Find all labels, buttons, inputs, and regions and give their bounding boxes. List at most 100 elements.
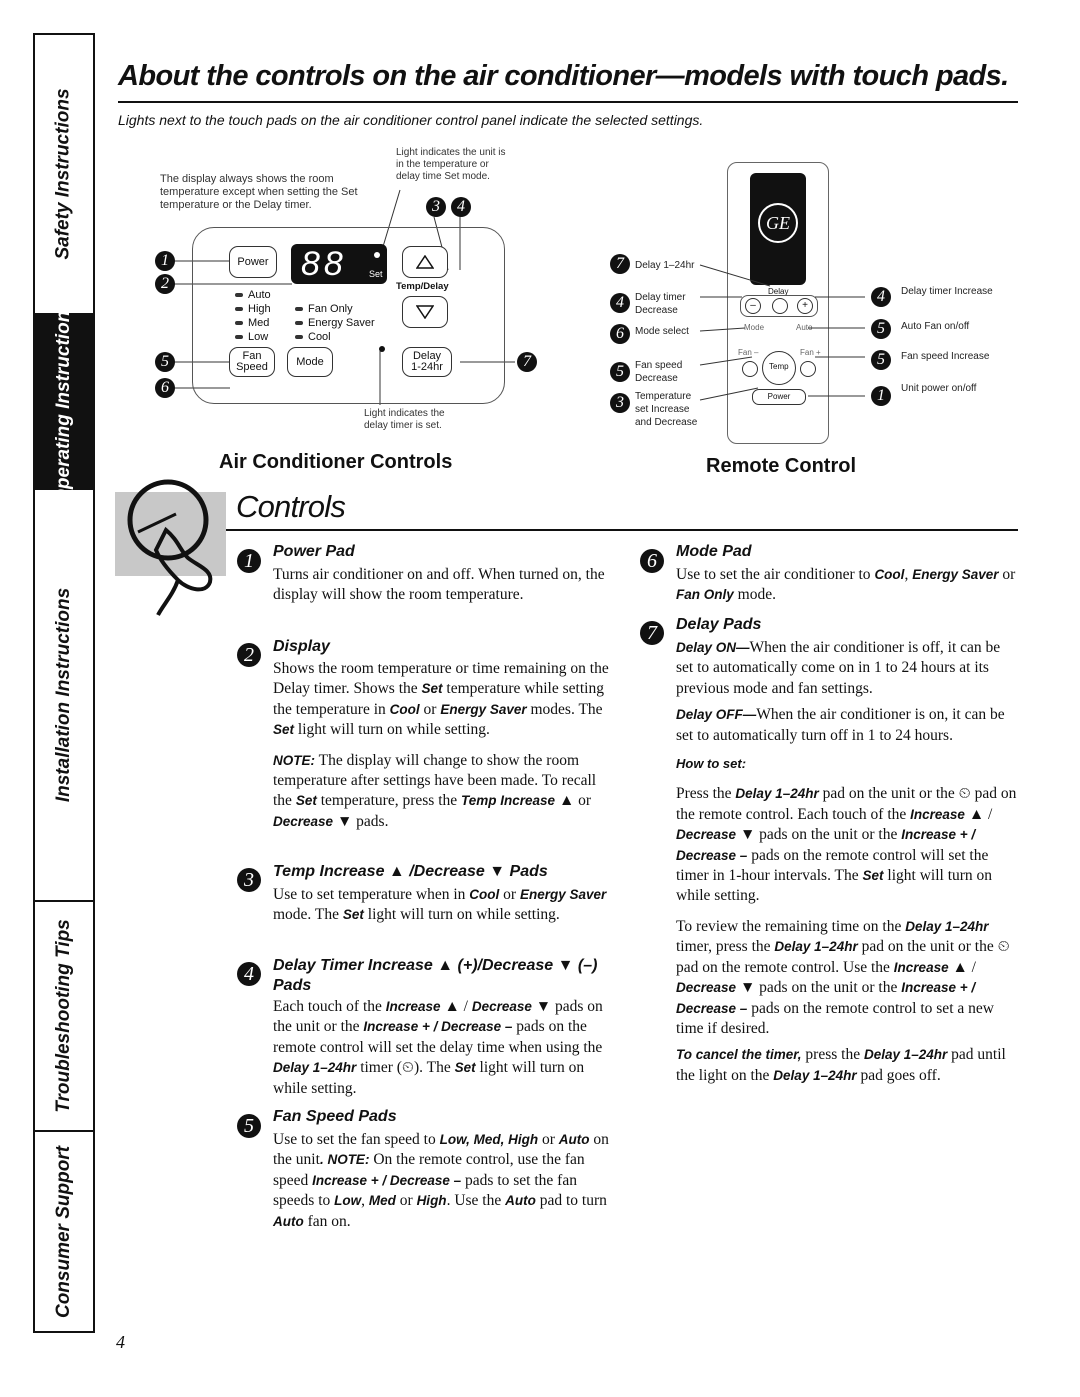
led-low: Low bbox=[235, 331, 268, 343]
remote-fan-increase[interactable] bbox=[800, 361, 816, 377]
temp-delay-label: Temp/Delay bbox=[396, 281, 449, 292]
led-auto: Auto bbox=[235, 289, 271, 301]
remote-marker-5a: 5 bbox=[871, 319, 891, 339]
item-marker-6: 6 bbox=[640, 549, 664, 573]
item-marker-7: 7 bbox=[640, 621, 664, 645]
marker-2: 2 bbox=[155, 274, 175, 294]
remote-auto-label[interactable]: Auto bbox=[796, 323, 813, 332]
item-marker-2: 2 bbox=[237, 643, 261, 667]
fan-speed-pad[interactable]: Fan Speed bbox=[229, 347, 275, 377]
callout-set-light: Light indicates the unit is in the tempe… bbox=[396, 147, 506, 182]
mode-pad[interactable]: Mode bbox=[287, 347, 333, 377]
item-delay-pads-text: Delay ON—When the air conditioner is off… bbox=[676, 639, 1017, 1084]
remote-label-delay-decrease: Delay timer Decrease bbox=[635, 292, 686, 316]
remote-temp-label: Temp bbox=[769, 362, 789, 371]
remote-marker-5b: 5 bbox=[871, 350, 891, 370]
page-subtitle: Lights next to the touch pads on the air… bbox=[118, 112, 704, 128]
remote-label-mode: Mode select bbox=[635, 326, 689, 337]
power-pad[interactable]: Power bbox=[229, 246, 277, 278]
led-fan-only: Fan Only bbox=[295, 303, 353, 315]
unit-control-panel: Power 88 Set Temp/Delay Auto High Med Lo… bbox=[192, 227, 505, 404]
item-delay-timer-title: Delay Timer Increase ▲ (+)/Decrease ▼ (–… bbox=[273, 957, 598, 994]
marker-7: 7 bbox=[517, 352, 537, 372]
page-number: 4 bbox=[116, 1332, 125, 1352]
temp-decrease-pad[interactable] bbox=[402, 296, 448, 328]
marker-4: 4 bbox=[451, 197, 471, 217]
remote-marker-3: 3 bbox=[610, 393, 630, 413]
ge-logo: GE bbox=[758, 203, 798, 243]
item-display-title: Display bbox=[273, 638, 330, 655]
item-temp-title: Temp Increase ▲ /Decrease ▼ Pads bbox=[273, 863, 548, 880]
led-energy-saver: Energy Saver bbox=[295, 317, 375, 329]
led-cool: Cool bbox=[295, 331, 331, 343]
remote-control-caption: Remote Control bbox=[706, 455, 856, 477]
remote-label-fan-decrease: Fan speed Decrease bbox=[635, 360, 683, 384]
item-mode-text: Use to set the air conditioner to Cool, … bbox=[676, 566, 1016, 604]
remote-marker-7: 7 bbox=[610, 254, 630, 274]
remote-delay-group bbox=[740, 295, 818, 317]
delay-label: Delay bbox=[412, 350, 442, 362]
item-fan-speed-title: Fan Speed Pads bbox=[273, 1108, 397, 1125]
item-mode-title: Mode Pad bbox=[676, 543, 752, 560]
remote-label-power: Unit power on/off bbox=[901, 383, 977, 394]
remote-power-button[interactable]: Power bbox=[752, 389, 806, 405]
remote-label-auto-fan: Auto Fan on/off bbox=[901, 321, 970, 332]
marker-6: 6 bbox=[155, 378, 175, 398]
item-marker-4: 4 bbox=[237, 962, 261, 986]
tab-operating-instructions[interactable]: Operating Instructions bbox=[35, 300, 93, 503]
remote-label-delay-increase: Delay timer Increase bbox=[901, 286, 993, 297]
temp-increase-pad[interactable] bbox=[402, 246, 448, 278]
how-to-set-label: How to set: bbox=[676, 756, 747, 772]
remote-delay-label: Delay bbox=[768, 287, 789, 296]
item-marker-1: 1 bbox=[237, 549, 261, 573]
item-delay-pads-title: Delay Pads bbox=[676, 616, 762, 633]
delay-pad[interactable]: Delay 1-24hr bbox=[402, 347, 452, 377]
remote-delay-decrease[interactable]: – bbox=[745, 298, 761, 314]
remote-mode-label[interactable]: Mode bbox=[744, 323, 765, 332]
callout-display: The display always shows the room temper… bbox=[160, 173, 358, 211]
tab-safety-instructions[interactable]: Safety Instructions bbox=[35, 35, 93, 315]
led-high: High bbox=[235, 303, 271, 315]
section-rule bbox=[226, 529, 1018, 531]
section-title: Controls bbox=[236, 489, 346, 524]
triangle-down-icon bbox=[416, 305, 434, 319]
remote-label-temp: Temperature set Increase and Decrease bbox=[635, 391, 698, 428]
title-rule bbox=[118, 101, 1018, 103]
marker-5: 5 bbox=[155, 352, 175, 372]
page-title: About the controls on the air conditione… bbox=[118, 60, 1009, 92]
remote-callout-lines bbox=[699, 264, 865, 401]
remote-label-delay: Delay 1–24hr bbox=[635, 260, 695, 271]
item-power-text: Turns air conditioner on and off. When t… bbox=[273, 566, 605, 604]
remote-fan-minus-label: Fan – bbox=[738, 348, 759, 357]
item-temp-text: Use to set temperature when in Cool or E… bbox=[273, 886, 607, 924]
remote-temp-pad[interactable]: Temp bbox=[762, 351, 796, 385]
delay-hours-label: 1-24hr bbox=[411, 361, 443, 373]
remote-control: GE Delay – + Mode Auto Fan – Fan + Temp … bbox=[727, 162, 829, 444]
remote-label-fan-increase: Fan speed Increase bbox=[901, 351, 990, 362]
led-display: 88 Set bbox=[291, 244, 387, 284]
callout-lines bbox=[170, 189, 515, 405]
item-fan-speed-text: Use to set the fan speed to Low, Med, Hi… bbox=[273, 1131, 609, 1230]
marker-1: 1 bbox=[155, 251, 175, 271]
remote-marker-4: 4 bbox=[610, 293, 630, 313]
sidebar: Safety Instructions Operating Instructio… bbox=[33, 33, 95, 1333]
tab-installation-instructions[interactable]: Installation Instructions bbox=[35, 490, 93, 902]
led-med: Med bbox=[235, 317, 269, 329]
remote-fan-plus-label: Fan + bbox=[800, 348, 821, 357]
tab-consumer-support[interactable]: Consumer Support bbox=[53, 1145, 74, 1318]
remote-fan-decrease[interactable] bbox=[742, 361, 758, 377]
item-marker-3: 3 bbox=[237, 868, 261, 892]
set-label: Set bbox=[369, 269, 383, 279]
remote-marker-4r: 4 bbox=[871, 287, 891, 307]
marker-3: 3 bbox=[426, 197, 446, 217]
tab-troubleshooting-tips[interactable]: Troubleshooting Tips bbox=[35, 902, 93, 1132]
remote-delay-clock-icon[interactable] bbox=[772, 298, 788, 314]
remote-marker-6: 6 bbox=[610, 324, 630, 344]
triangle-up-icon bbox=[416, 255, 434, 269]
display-digits: 88 bbox=[301, 245, 347, 283]
remote-delay-increase[interactable]: + bbox=[797, 298, 813, 314]
item-power-title: Power Pad bbox=[273, 543, 355, 560]
callout-delay-light: Light indicates the delay timer is set. bbox=[364, 408, 445, 431]
remote-marker-1: 1 bbox=[871, 386, 891, 406]
item-display-text: Shows the room temperature or time remai… bbox=[273, 660, 609, 830]
